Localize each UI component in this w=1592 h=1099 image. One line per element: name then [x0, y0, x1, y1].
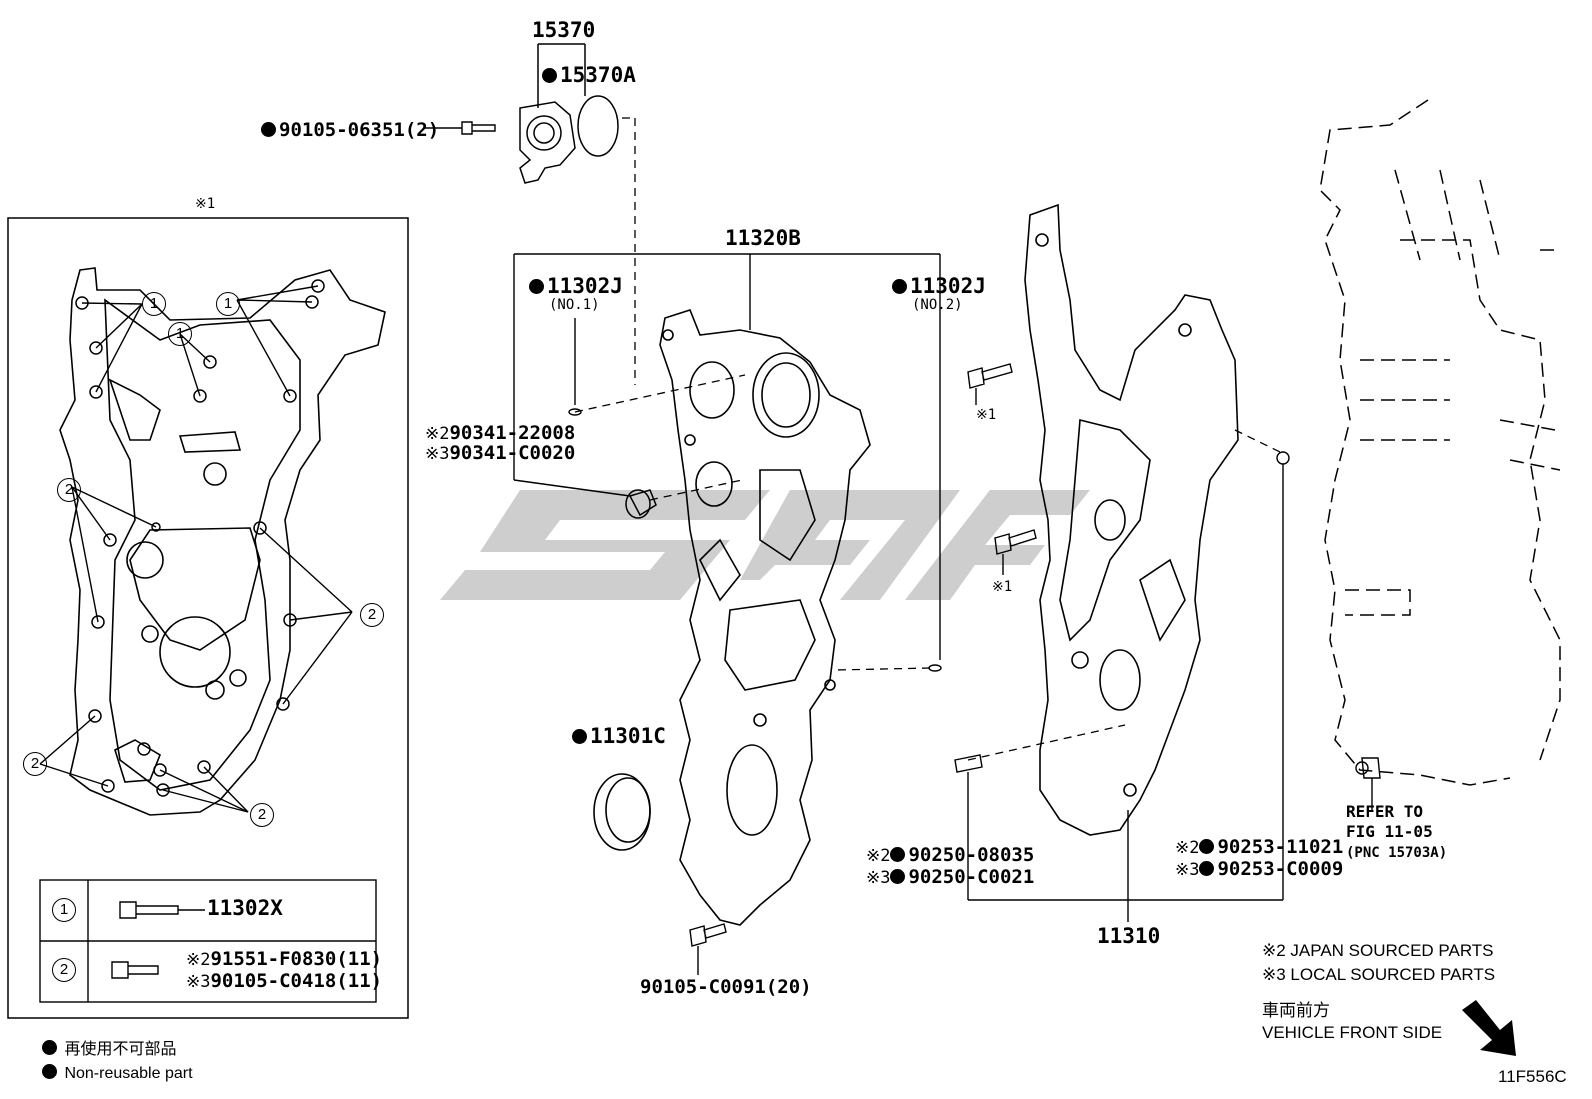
table-part-local: ※390105-C0418(11): [186, 970, 383, 992]
label-90105-06351: 90105-06351(2): [261, 121, 439, 140]
figure-code: 11F556C: [1498, 1067, 1567, 1086]
bracket-11320B: [513, 253, 941, 660]
table-part-jp: ※291551-F0830(11): [186, 948, 383, 970]
callout-2: 2: [250, 803, 274, 827]
inset-cover-outline: [59, 267, 386, 816]
non-reusable-dot-icon: [572, 729, 587, 744]
callout-2: 2: [23, 752, 47, 776]
oil-seal-11301C: [593, 773, 651, 851]
label-11302J-no2: 11302J: [892, 276, 986, 297]
inset-table: [39, 879, 377, 1003]
label-mark1-upper: ※1: [976, 407, 997, 423]
seal-housing-15370: [519, 43, 619, 184]
label-15370: 15370: [532, 18, 596, 42]
inset-title-mark: ※1: [195, 196, 216, 212]
legend-japan-sourced: ※2 JAPAN SOURCED PARTS: [1262, 941, 1494, 960]
label-11301C: 11301C: [572, 726, 666, 747]
legend-nonreusable: Non-reusable part: [42, 1064, 193, 1082]
bolt-90105-06351: [425, 121, 496, 135]
pin-90250: [954, 754, 983, 900]
callout-1: 1: [216, 292, 240, 316]
callout-2: 2: [57, 478, 81, 502]
callout-1: 1: [142, 292, 166, 316]
label-refer-3: (PNC 15703A): [1346, 845, 1448, 861]
bracket-11310: [968, 810, 1283, 922]
legend-front-jp: 車両前方: [1262, 1001, 1330, 1020]
engine-block-outline: [1319, 99, 1561, 786]
label-90341-22008: ※290341-22008: [425, 422, 576, 444]
inset-frame: [7, 217, 409, 1019]
non-reusable-dot-icon: [42, 1040, 57, 1055]
table-key-2: 2: [52, 958, 76, 982]
callout-2: 2: [360, 603, 384, 627]
inset-callout-leaders: [39, 285, 353, 813]
callout-1: 1: [168, 322, 192, 346]
dashed-leaders: [574, 117, 1281, 761]
watermark-logo: [440, 490, 1090, 600]
non-reusable-dot-icon: [892, 279, 907, 294]
label-11320B: 11320B: [725, 226, 801, 250]
non-reusable-dot-icon: [1199, 839, 1215, 854]
legend-local-sourced: ※3 LOCAL SOURCED PARTS: [1262, 965, 1496, 984]
label-90341-C0020: ※390341-C0020: [425, 442, 576, 464]
bolt-mark1: [967, 363, 1037, 575]
non-reusable-dot-icon: [42, 1064, 57, 1079]
table-key-1: 1: [52, 898, 76, 922]
label-refer-1: REFER TO: [1346, 802, 1424, 821]
bolt-90105-C0091: [689, 923, 727, 975]
pin-90253: [1276, 451, 1290, 900]
label-11302J-no1: 11302J: [529, 276, 623, 297]
non-reusable-dot-icon: [542, 68, 557, 83]
plug-15703A: [1355, 757, 1381, 810]
label-90105-C0091: 90105-C0091(20): [640, 976, 812, 998]
label-no1: (NO.1): [549, 297, 600, 313]
non-reusable-dot-icon: [529, 279, 544, 294]
label-no2: (NO.2): [912, 297, 963, 313]
non-reusable-dot-icon: [890, 869, 906, 884]
legend-jp-nonreusable: 再使用不可部品: [42, 1040, 176, 1058]
legend-front-en: VEHICLE FRONT SIDE: [1262, 1023, 1443, 1042]
label-refer-2: FIG 11-05: [1346, 822, 1433, 841]
non-reusable-dot-icon: [890, 847, 906, 862]
pin-11302J: [568, 408, 942, 672]
label-15370A: 15370A: [542, 65, 636, 86]
timing-case-11310: [1024, 203, 1239, 836]
front-arrow: [1462, 1000, 1516, 1056]
timing-cover-11320B: [659, 309, 871, 926]
non-reusable-dot-icon: [1199, 861, 1215, 876]
label-11310: 11310: [1097, 924, 1161, 948]
table-part-11302X: 11302X: [207, 896, 283, 920]
plug-90341: [625, 489, 657, 519]
label-mark1-lower: ※1: [992, 579, 1013, 595]
non-reusable-dot-icon: [261, 122, 276, 137]
